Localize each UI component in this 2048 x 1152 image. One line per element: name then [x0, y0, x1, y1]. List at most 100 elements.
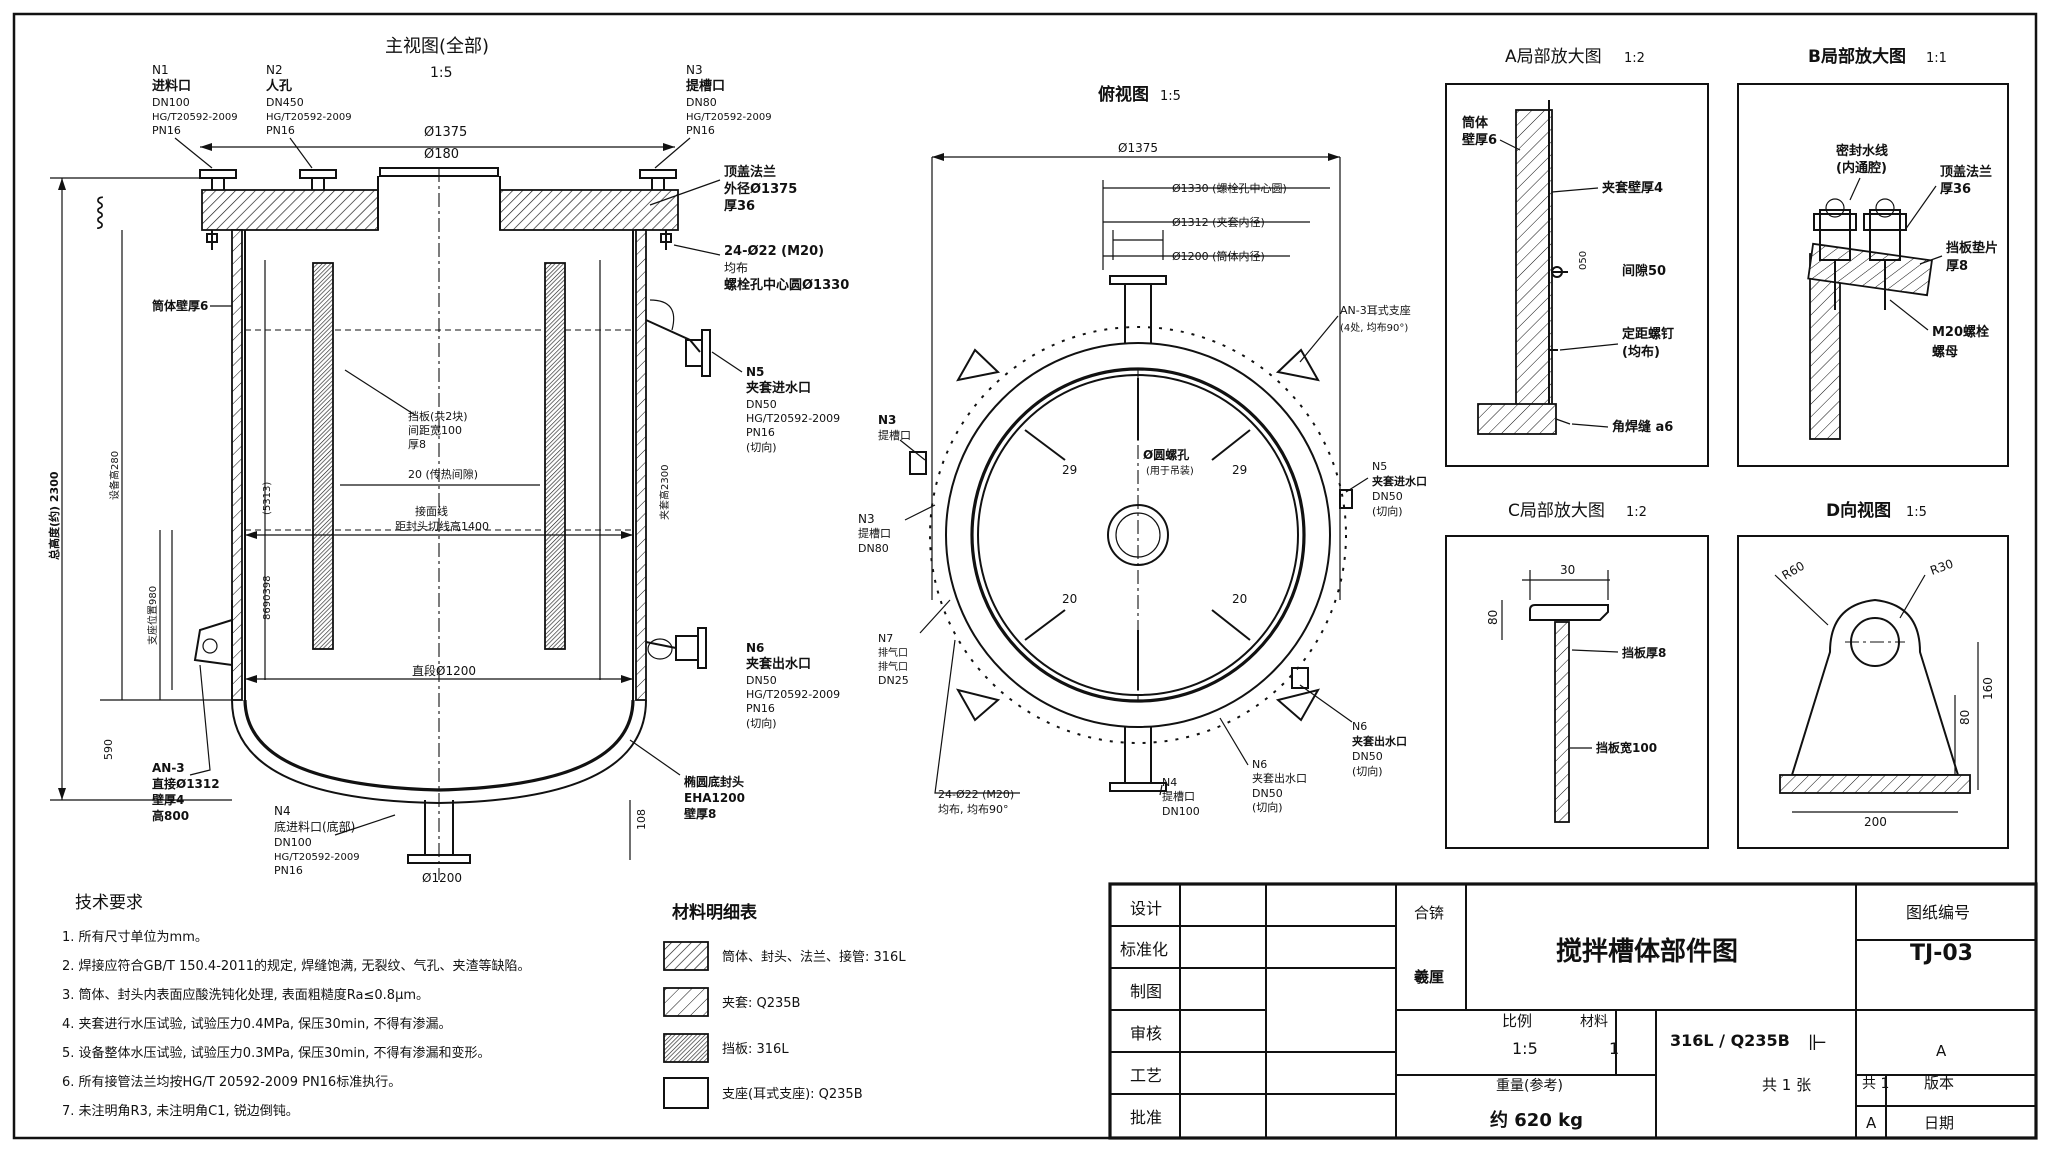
- tb-mid-1: 合锛: [1414, 904, 1444, 922]
- detail-a-label-5: 定距螺钉: [1621, 326, 1674, 342]
- tv-n6a-3: DN50: [1352, 750, 1383, 763]
- tech-title: 技术要求: [75, 893, 143, 913]
- head-label-2: EHA1200: [684, 791, 745, 805]
- tv-n7-2: 排气口: [878, 646, 908, 659]
- detail-b-label-1: 密封水线: [1835, 143, 1888, 159]
- n2-dn: DN450: [266, 96, 304, 109]
- dim-top-1375: Ø1375: [424, 125, 467, 140]
- n4-dn: DN100: [274, 836, 312, 849]
- tv-bolts-2: 均布, 均布90°: [938, 803, 1009, 816]
- center-label-2: (用于吊装): [1146, 464, 1194, 477]
- an3-label-1: AN-3: [152, 761, 185, 775]
- drawing-no: TJ-03: [1910, 941, 1973, 966]
- an3-label-4: 高800: [152, 808, 189, 823]
- top-view-scale: 1:5: [1160, 89, 1181, 104]
- n2-std: HG/T20592-2009: [266, 112, 352, 123]
- n1-pn: PN16: [152, 124, 181, 137]
- n5-name: 夹套进水口: [746, 380, 811, 396]
- material-item-1: 筒体、封头、法兰、接管: 316L: [722, 949, 906, 965]
- view-d-scale: 1:5: [1906, 505, 1927, 520]
- detail-a-dim: 050: [1578, 251, 1589, 270]
- shell-height: 设备高280: [108, 451, 121, 500]
- detail-b-label-2: (内通腔): [1836, 160, 1887, 176]
- tv-n6a-4: (切向): [1352, 764, 1383, 778]
- tv-n5-1: N5: [1372, 460, 1387, 473]
- detail-c-label-4: 挡板宽100: [1596, 740, 1657, 755]
- main-view-title: 主视图(全部): [385, 36, 489, 57]
- drawing-no-label: 图纸编号: [1906, 903, 1970, 922]
- ear-label-1: AN-3耳式支座: [1340, 303, 1411, 317]
- material-item-2: 夹套: Q235B: [722, 995, 800, 1011]
- head-label-3: 壁厚8: [684, 806, 716, 821]
- date-label: 日期: [1924, 1114, 1954, 1132]
- sheet-total: 共 1: [1862, 1076, 1889, 1092]
- flange-label-2: 外径Ø1375: [723, 181, 797, 197]
- svg-text:⸾: ⸾: [95, 194, 105, 230]
- svg-text:(5313): (5313): [262, 482, 273, 515]
- tv-n3b-2: 提槽口: [858, 527, 891, 540]
- n3-tag: N3: [686, 63, 703, 77]
- detail-c-title: C局部放大图: [1508, 501, 1605, 521]
- weld-label-2: 距封头切线高1400: [395, 519, 489, 533]
- n5-note: (切向): [746, 440, 777, 454]
- tv-n6b-4: (切向): [1252, 800, 1283, 814]
- top-view-title: 俯视图: [1098, 84, 1149, 105]
- tv-n6a-1: N6: [1352, 720, 1367, 733]
- detail-b-label-4: 厚36: [1940, 181, 1971, 197]
- n3-dn: DN80: [686, 96, 717, 109]
- n5-tag: N5: [746, 365, 764, 379]
- detail-b-label-7: M20螺栓: [1932, 324, 1989, 340]
- n1-name: 进料口: [152, 78, 191, 94]
- mat-value: 1: [1609, 1039, 1619, 1058]
- tv-n7-1: N7: [878, 632, 893, 645]
- baffle-label-3: 厚8: [408, 438, 426, 451]
- scale-label: 比例: [1502, 1012, 1532, 1030]
- material-item-4: 支座(耳式支座): Q235B: [722, 1087, 863, 1102]
- detail-a-label-6: (均布): [1622, 344, 1660, 360]
- weight-value: 约 620 kg: [1490, 1109, 1583, 1131]
- n2-name: 人孔: [266, 78, 292, 94]
- detail-a-label-2: 壁厚6: [1462, 132, 1497, 148]
- sheets: 共 1 张: [1762, 1076, 1811, 1094]
- n5-pn: PN16: [746, 426, 775, 439]
- tv-n6b-3: DN50: [1252, 787, 1283, 800]
- detail-b-label-6: 厚8: [1946, 258, 1968, 274]
- n6-name: 夹套出水口: [746, 656, 811, 672]
- n2-tag: N2: [266, 63, 283, 77]
- tb-review: 审核: [1130, 1024, 1162, 1043]
- tech-item-7: 7. 未注明角R3, 未注明角C1, 锐边倒钝。: [62, 1104, 299, 1119]
- head-label-1: 椭圆底封头: [684, 774, 744, 789]
- weld-label-1: 接面线: [415, 504, 448, 518]
- n3-std: HG/T20592-2009: [686, 112, 772, 123]
- detail-a-scale: 1:2: [1624, 51, 1645, 66]
- title-block: 设计 标准化 制图 审核 工艺 批准 合锛 羲厘 搅拌槽体部件图 图纸编号 TJ…: [1108, 882, 2038, 1140]
- weight-label: 重量(参考): [1496, 1077, 1563, 1094]
- svg-text:8690398: 8690398: [262, 575, 273, 620]
- flange-label-1: 顶盖法兰: [724, 164, 776, 180]
- mark-1: 29: [1062, 463, 1077, 477]
- mark-3: 20: [1062, 592, 1077, 606]
- tech-item-6: 6. 所有接管法兰均按HG/T 20592-2009 PN16标准执行。: [62, 1074, 401, 1090]
- n6-tag: N6: [746, 641, 764, 655]
- top-dim-1200: Ø1200 (筒体内径): [1172, 249, 1265, 263]
- n6-dn: DN50: [746, 674, 777, 687]
- n6-note: (切向): [746, 716, 777, 730]
- mark-4: 20: [1232, 592, 1247, 606]
- detail-a-label-7: 角焊缝 a6: [1612, 419, 1673, 435]
- dim-nozzle-180: Ø180: [424, 147, 459, 162]
- tv-n4-1: N4: [1162, 776, 1177, 789]
- top-dim-1312: Ø1312 (夹套内径): [1172, 215, 1265, 229]
- tb-process: 工艺: [1130, 1066, 1162, 1085]
- detail-a-label-1: 筒体: [1462, 115, 1489, 131]
- tv-bolts-1: 24-Ø22 (M20): [938, 788, 1014, 801]
- drawing-title: 搅拌槽体部件图: [1556, 936, 1738, 967]
- view-d-80: 80: [1958, 710, 1972, 725]
- n4-pn: PN16: [274, 864, 303, 877]
- detail-a-label-3: 夹套壁厚4: [1602, 180, 1663, 196]
- view-d-r30: R30: [1928, 557, 1955, 578]
- tb-standard: 标准化: [1120, 940, 1168, 959]
- detail-b-label-8: 螺母: [1932, 344, 1958, 360]
- sheet-border: [12, 12, 2038, 1140]
- tech-item-3: 3. 筒体、封头内表面应酸洗钝化处理, 表面粗糙度Ra≤0.8μm。: [62, 987, 429, 1003]
- total-height: 总高度(约) 2300: [47, 471, 61, 560]
